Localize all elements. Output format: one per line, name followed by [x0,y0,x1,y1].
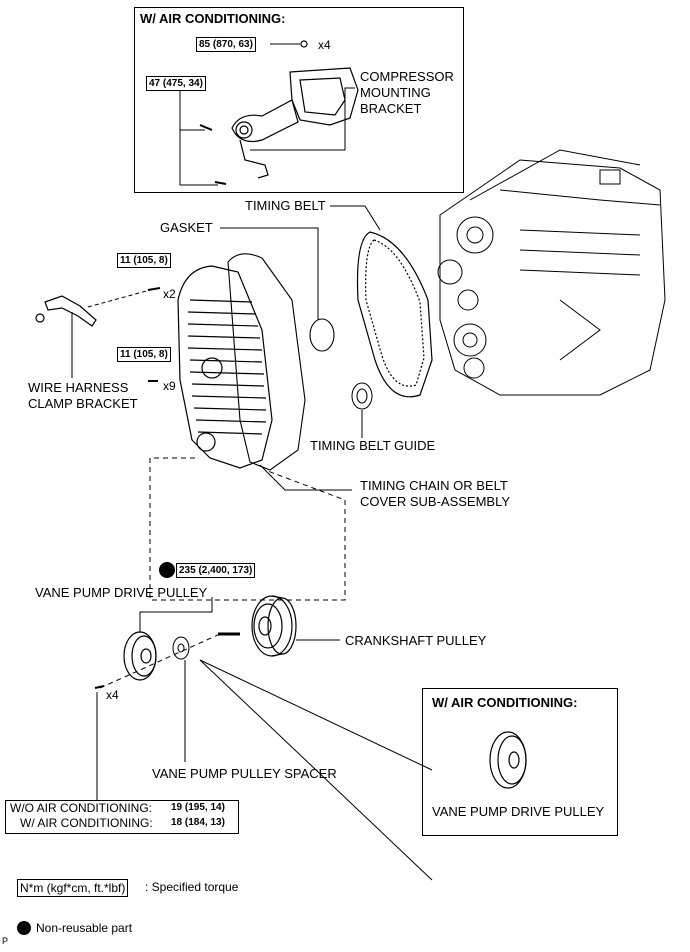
compressor-bracket-line2: MOUNTING [360,85,431,100]
gasket-label: GASKET [160,220,213,235]
vane-pump-pulley-sketch [123,631,157,681]
w-ac-label: W/ AIR CONDITIONING: [20,816,153,830]
timing-belt-label: TIMING BELT [245,198,326,213]
legend-torque-box: N*m (kgf*cm, ft.*lbf) [17,879,129,897]
leader-line [199,659,433,881]
torque-11-mid: 11 (105, 8) [117,347,171,362]
leader-line [330,205,381,231]
qty-x9: x9 [163,379,176,393]
qty-x2: x2 [163,287,176,301]
timing-belt-guide-sketch [351,382,373,410]
compressor-bracket-line3: BRACKET [360,101,422,116]
torque-47-label: 47 (475, 34) [146,76,206,91]
corner-code: P [2,936,9,946]
vane-pump-spacer-label: VANE PUMP PULLEY SPACER [152,766,337,781]
torque-235-label: 235 (2,400, 173) [176,563,256,578]
leader-line [220,227,319,320]
ac-box2-part-label: VANE PUMP DRIVE PULLEY [432,804,605,819]
qty-x4-top: x4 [318,38,331,52]
bottom-torque-spec [5,800,239,834]
wire-harness-line2: CLAMP BRACKET [28,396,138,411]
compressor-bracket-line1: COMPRESSOR [360,69,454,84]
torque-85-label: 85 (870, 63) [196,37,256,52]
gasket-sketch [227,253,335,471]
qty-x4-bottom: x4 [106,688,119,702]
vane-pump-drive-pulley-label: VANE PUMP DRIVE PULLEY [35,585,208,600]
timing-belt-guide-label: TIMING BELT GUIDE [310,438,436,453]
ac-detail-box-top [134,7,464,193]
wo-ac-label: W/O AIR CONDITIONING: [10,801,153,815]
crankshaft-pulley-sketch [251,595,297,657]
spacer-sketch [172,636,190,660]
engine-block-sketch [437,149,666,396]
timing-cover-line2: COVER SUB-ASSEMBLY [360,494,511,509]
leader-line [179,90,218,186]
legend-torque-desc: : Specified torque [145,880,239,894]
ac-box-title: W/ AIR CONDITIONING: [140,11,286,26]
w-ac-value: 18 (184, 13) [171,817,225,828]
ac-pulley-sketch [489,731,527,789]
leader-line [250,87,355,151]
leader-line [259,464,352,491]
leader-line [199,659,433,771]
wo-ac-value: 19 (195, 14) [171,802,225,813]
leader-line [139,597,213,632]
timing-belt-sketch [356,231,433,398]
legend-non-reusable-marker [17,921,31,935]
ac-box2-title: W/ AIR CONDITIONING: [432,695,578,710]
timing-cover-sketch [177,265,273,469]
timing-cover-line1: TIMING CHAIN OR BELT [360,478,508,493]
torque-11-top: 11 (105, 8) [117,253,171,268]
legend-nonreusable-text: Non-reusable part [36,921,133,935]
non-reusable-marker [159,562,175,578]
ac-detail-box-bottom [422,688,618,836]
compressor-bracket-sketch [231,40,359,179]
wire-harness-line1: WIRE HARNESS [28,380,129,395]
crankshaft-pulley-label: CRANKSHAFT PULLEY [345,633,487,648]
wire-harness-bracket-sketch [35,295,97,327]
